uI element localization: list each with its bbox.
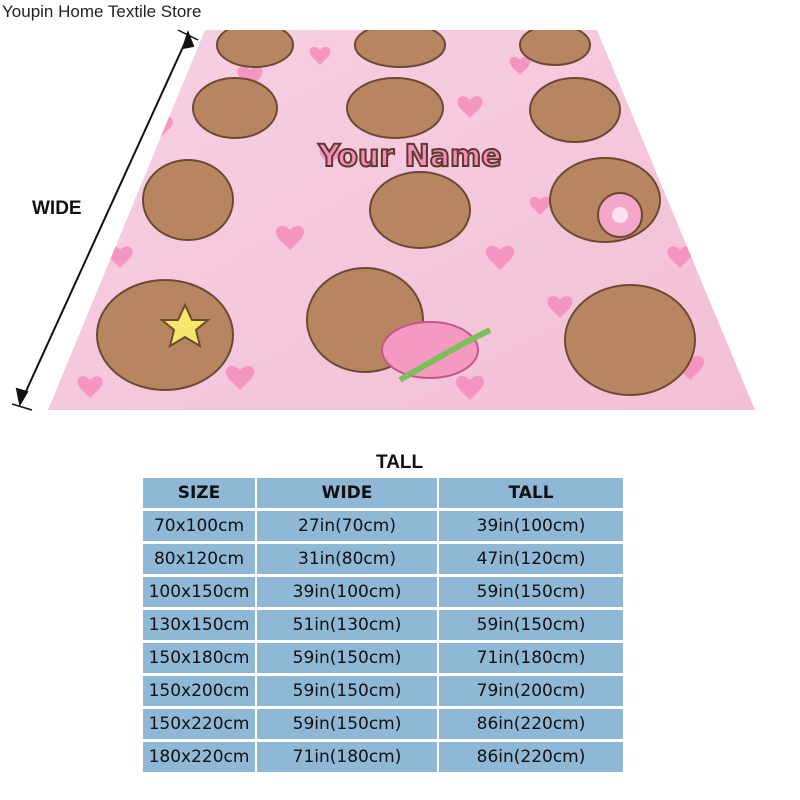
size-cell: 130x150cm [143,610,255,640]
size-cell: 100x150cm [143,577,255,607]
tall-cell: 59in(150cm) [439,577,623,607]
header-wide: WIDE [257,478,437,508]
table-row: 80x120cm 31in(80cm) 47in(120cm) [143,544,623,574]
tall-cell: 86in(220cm) [439,709,623,739]
size-cell: 180x220cm [143,742,255,772]
size-cell: 70x100cm [143,511,255,541]
tall-cell: 71in(180cm) [439,643,623,673]
blanket-illustration: Your Name [11,29,755,446]
size-table-header: SIZE WIDE TALL [143,478,623,508]
wide-cell: 59in(150cm) [257,709,437,739]
wide-cell: 71in(180cm) [257,742,437,772]
wide-cell: 27in(70cm) [257,511,437,541]
table-row: 150x220cm 59in(150cm) 86in(220cm) [143,709,623,739]
size-cell: 150x200cm [143,676,255,706]
tall-label: TALL [376,452,424,473]
wide-cell: 31in(80cm) [257,544,437,574]
table-row: 180x220cm 71in(180cm) 86in(220cm) [143,742,623,772]
wide-cell: 59in(150cm) [257,643,437,673]
wide-cell: 51in(130cm) [257,610,437,640]
tall-cell: 86in(220cm) [439,742,623,772]
header-size: SIZE [143,478,255,508]
blanket-svg: Your Name [11,29,755,446]
wide-cell: 39in(100cm) [257,577,437,607]
size-cell: 150x180cm [143,643,255,673]
table-row: 70x100cm 27in(70cm) 39in(100cm) [143,511,623,541]
tall-cell: 79in(200cm) [439,676,623,706]
decorations [159,192,643,383]
tall-cell: 39in(100cm) [439,511,623,541]
tall-cell: 47in(120cm) [439,544,623,574]
wide-cell: 59in(150cm) [257,676,437,706]
size-table: SIZE WIDE TALL 70x100cm 27in(70cm) 39in(… [141,475,625,775]
header-tall: TALL [439,478,623,508]
tall-cell: 59in(150cm) [439,610,623,640]
store-name: Youpin Home Textile Store [2,2,202,21]
table-row: 150x200cm 59in(150cm) 79in(200cm) [143,676,623,706]
table-row: 130x150cm 51in(130cm) 59in(150cm) [143,610,623,640]
your-name-text: Your Name [317,139,501,174]
table-row: 150x180cm 59in(150cm) 71in(180cm) [143,643,623,673]
wide-arrow [11,29,199,411]
size-cell: 150x220cm [143,709,255,739]
size-cell: 80x120cm [143,544,255,574]
table-row: 100x150cm 39in(100cm) 59in(150cm) [143,577,623,607]
wide-label: WIDE [32,198,82,219]
